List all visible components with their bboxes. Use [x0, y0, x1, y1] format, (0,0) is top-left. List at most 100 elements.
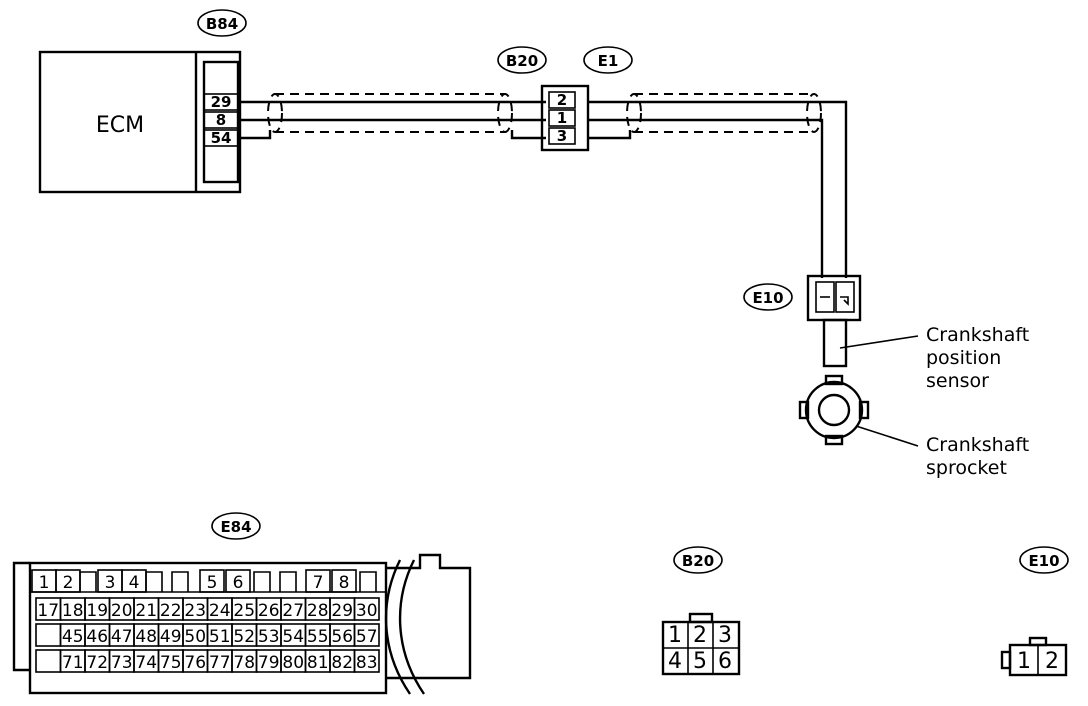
ecm-pin-3: 54 [211, 129, 232, 147]
b20-pin-2: 2 [693, 623, 707, 648]
e84-pin-3: 3 [97, 569, 123, 593]
svg-text:7: 7 [313, 573, 324, 593]
e84-pin-24: 24 [206, 597, 233, 621]
svg-text:72: 72 [86, 653, 108, 673]
e84-pin-28: 28 [304, 597, 331, 621]
e84-pin-54: 54 [280, 623, 307, 647]
svg-text:56: 56 [331, 627, 353, 647]
e84-pin-20: 20 [108, 597, 135, 621]
e84-pin-8: 8 [331, 569, 357, 593]
svg-text:25: 25 [233, 601, 255, 621]
e84-pin-55: 55 [304, 623, 331, 647]
e84-pin-49: 49 [157, 623, 184, 647]
e84-pin-57: 57 [353, 623, 380, 647]
svg-text:74: 74 [135, 653, 157, 673]
junction-b20-e1: 2 1 3 [540, 84, 590, 152]
e84-pin-47: 47 [108, 623, 135, 647]
svg-text:B84: B84 [206, 15, 238, 33]
e84-pin-29: 29 [329, 597, 356, 621]
svg-text:22: 22 [160, 601, 182, 621]
e84-pin-72: 72 [84, 649, 111, 673]
svg-text:76: 76 [184, 653, 206, 673]
e84-pin-83: 83 [353, 649, 380, 673]
svg-text:21: 21 [135, 601, 157, 621]
e84-pin-73: 73 [108, 649, 135, 673]
e84-pin-1: 1 [31, 569, 57, 593]
e84-pin-52: 52 [231, 623, 258, 647]
svg-text:6: 6 [233, 573, 244, 593]
e84-pin-22: 22 [157, 597, 184, 621]
svg-text:77: 77 [209, 653, 231, 673]
e84-pin-4: 4 [121, 569, 147, 593]
tag-b20-top: B20 [497, 46, 547, 74]
svg-text:51: 51 [209, 627, 231, 647]
svg-text:78: 78 [233, 653, 255, 673]
svg-text:1: 1 [39, 573, 50, 593]
svg-text:48: 48 [135, 627, 157, 647]
svg-text:27: 27 [282, 601, 304, 621]
svg-text:81: 81 [307, 653, 329, 673]
e84-pin-7: 7 [305, 569, 331, 593]
svg-text:73: 73 [111, 653, 133, 673]
e84-pin-56: 56 [329, 623, 356, 647]
e84-pin-45: 45 [59, 623, 86, 647]
e84-pin-80: 80 [280, 649, 307, 673]
e84-pin-53: 53 [255, 623, 282, 647]
ecm-unit: ECM 29 8 54 [38, 50, 242, 194]
svg-text:57: 57 [356, 627, 378, 647]
e84-pin-27: 27 [280, 597, 307, 621]
wire-harness-right [588, 93, 848, 278]
b20-pin-1: 1 [668, 623, 682, 648]
e84-pin-48: 48 [133, 623, 160, 647]
e84-pin-51: 51 [206, 623, 233, 647]
e84-pin-2: 2 [55, 569, 81, 593]
e84-pin-75: 75 [157, 649, 184, 673]
svg-text:46: 46 [86, 627, 108, 647]
svg-text:29: 29 [331, 601, 353, 621]
svg-text:E10: E10 [1028, 552, 1059, 570]
svg-text:50: 50 [184, 627, 206, 647]
crankshaft-sprocket [798, 374, 870, 446]
svg-text:8: 8 [339, 573, 350, 593]
svg-text:82: 82 [331, 653, 353, 673]
tag-e84: E84 [211, 512, 261, 540]
svg-text:E1: E1 [598, 52, 619, 70]
svg-text:18: 18 [62, 601, 84, 621]
b20-pin-5: 5 [693, 649, 707, 674]
e84-pin-30: 30 [353, 597, 380, 621]
svg-text:79: 79 [258, 653, 280, 673]
e84-pin-50: 50 [182, 623, 209, 647]
svg-text:Crankshaft: Crankshaft [926, 434, 1029, 456]
svg-text:20: 20 [111, 601, 133, 621]
svg-text:45: 45 [62, 627, 84, 647]
e10-pin-2: 2 [1045, 649, 1059, 674]
svg-text:sprocket: sprocket [926, 457, 1007, 479]
svg-text:55: 55 [307, 627, 329, 647]
b20-pin-3: 3 [718, 623, 732, 648]
callout-sprocket: Crankshaft sprocket [855, 425, 1029, 479]
tag-e1: E1 [583, 46, 633, 74]
e84-pin-71: 71 [59, 649, 86, 673]
e84-pin-5: 5 [199, 569, 225, 593]
e84-pin-6: 6 [225, 569, 251, 593]
svg-text:5: 5 [207, 573, 218, 593]
e84-pin-79: 79 [255, 649, 282, 673]
svg-text:28: 28 [307, 601, 329, 621]
svg-text:49: 49 [160, 627, 182, 647]
ecm-pin-2: 8 [216, 111, 226, 129]
svg-text:80: 80 [282, 653, 304, 673]
svg-text:83: 83 [356, 653, 378, 673]
e84-pin-82: 82 [329, 649, 356, 673]
ecm-pin-1: 29 [211, 93, 232, 111]
wire-harness-left [238, 93, 546, 140]
svg-text:53: 53 [258, 627, 280, 647]
tag-e10-top: E10 [743, 283, 793, 311]
tag-b20-bottom: B20 [673, 546, 723, 574]
sensor-connector-e10 [806, 274, 862, 368]
e84-pin-76: 76 [182, 649, 209, 673]
svg-text:54: 54 [282, 627, 304, 647]
svg-text:17: 17 [37, 601, 59, 621]
e84-pin-46: 46 [84, 623, 111, 647]
